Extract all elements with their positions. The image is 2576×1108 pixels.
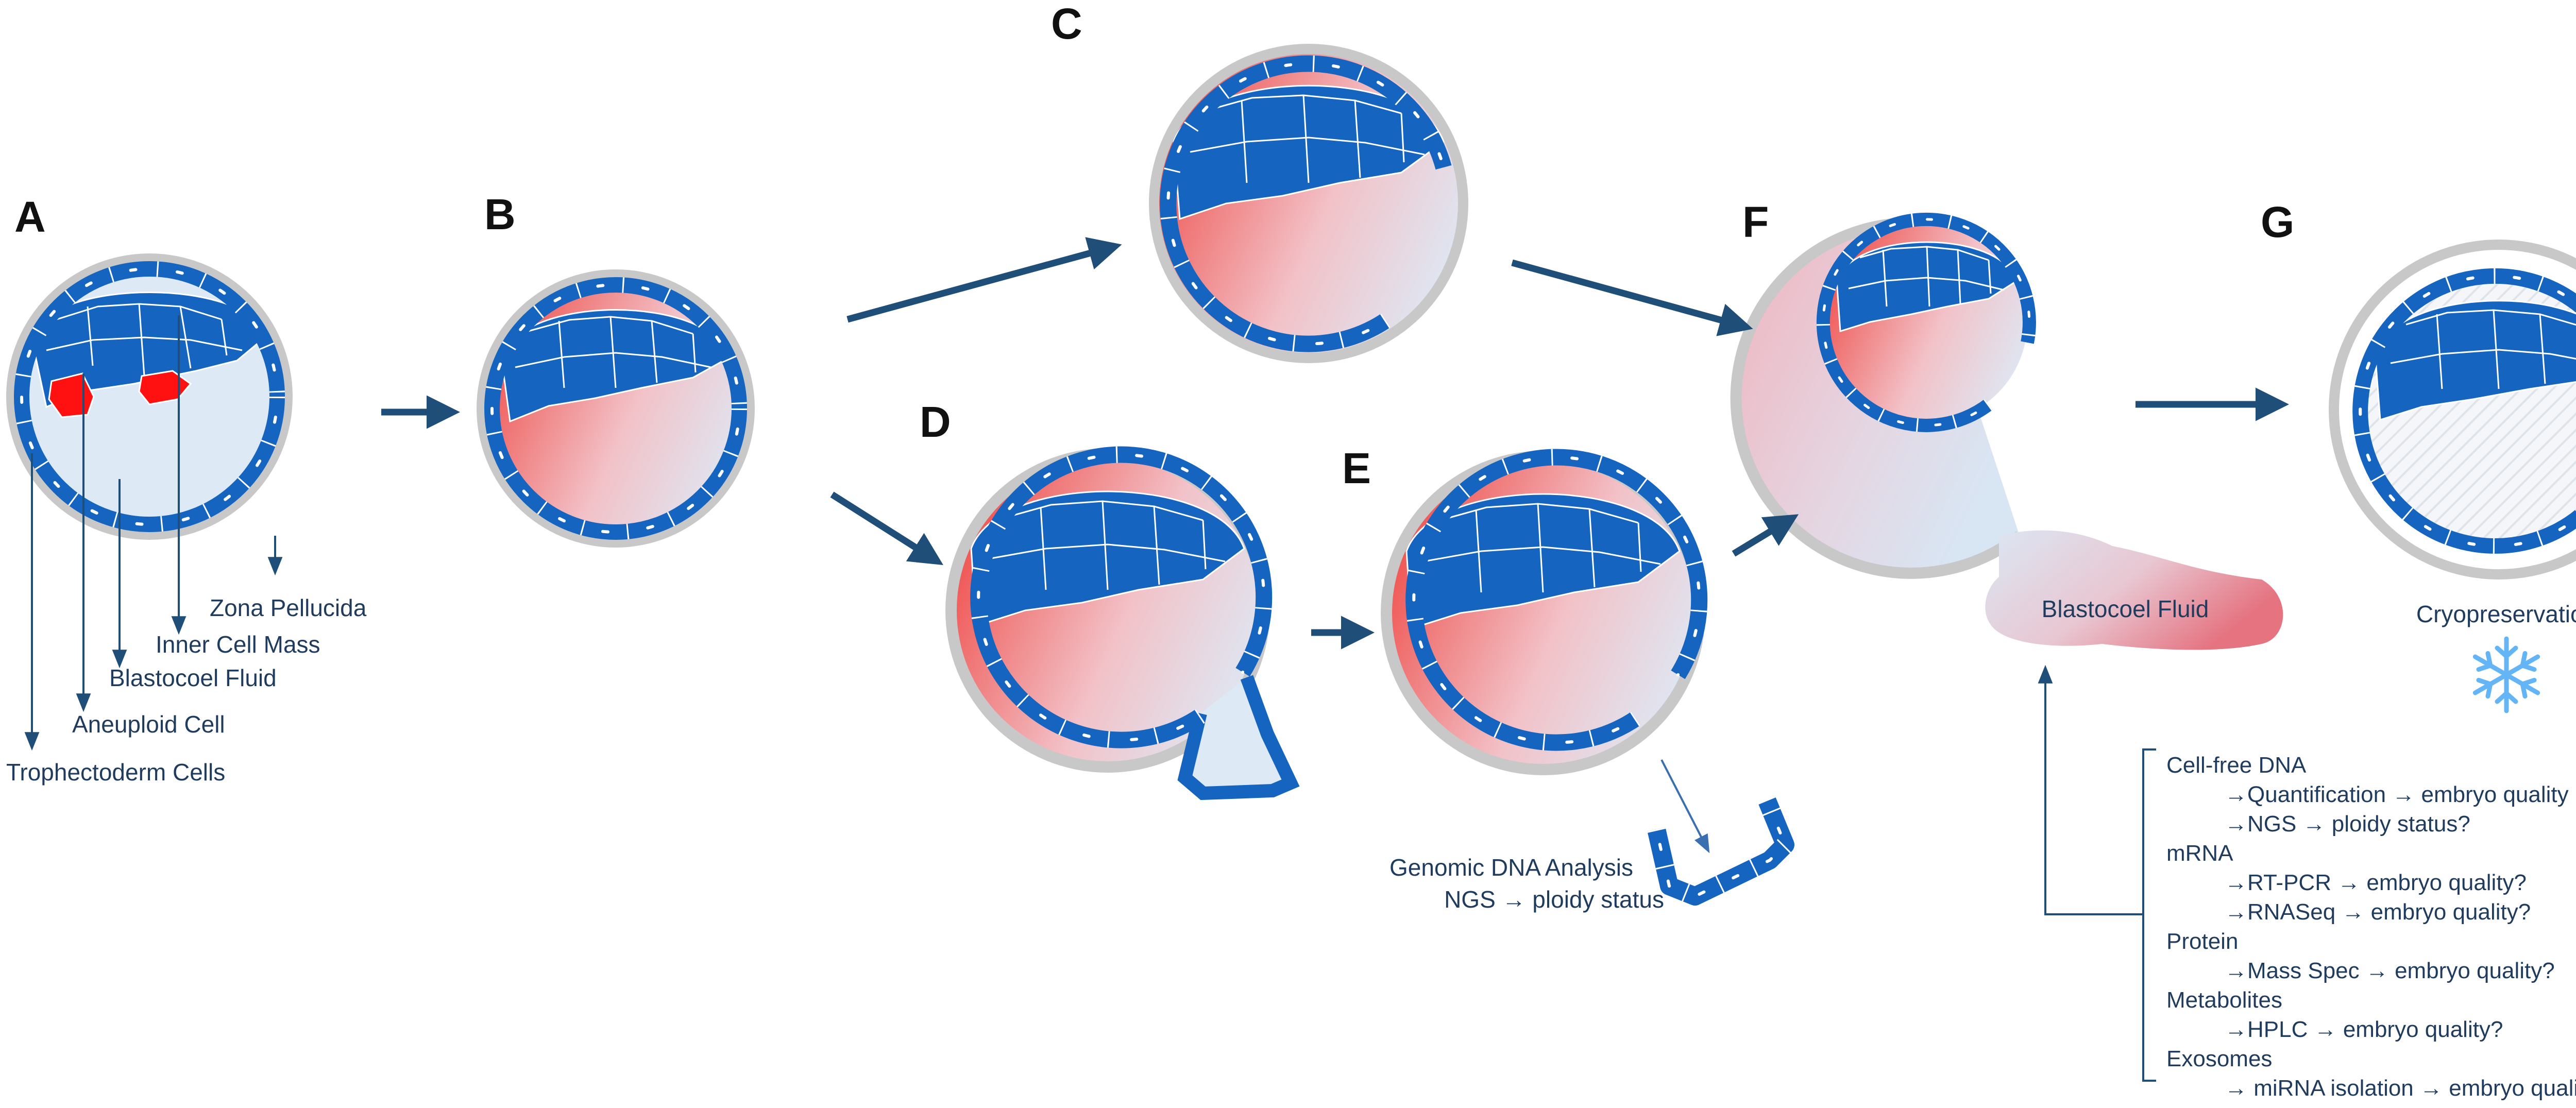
panel-a-pointer-lines bbox=[24, 315, 283, 751]
list-protein: Protein bbox=[2166, 929, 2238, 954]
trophectoderm-layer-opened bbox=[2352, 268, 2576, 554]
embryo-c bbox=[1149, 44, 1468, 363]
arrow-b-to-c bbox=[846, 237, 1122, 323]
list-mrna-rnaseq: →RNASeq → embryo quality? bbox=[2225, 899, 2531, 925]
embryo-a bbox=[6, 253, 293, 540]
biopsy-fragment bbox=[1647, 797, 1797, 907]
trophectoderm-cell-borders bbox=[14, 261, 285, 532]
list-mrna-rtpcr: →RT-PCR → embryo quality? bbox=[2225, 870, 2527, 895]
arrow-e-to-f bbox=[1732, 514, 1799, 557]
arrow-biopsy bbox=[1660, 759, 1710, 854]
list-mrna: mRNA bbox=[2166, 841, 2233, 866]
trophectoderm-nuclei bbox=[490, 283, 741, 534]
list-metabolites: Metabolites bbox=[2166, 987, 2282, 1013]
label-aneuploid-cell: Aneuploid Cell bbox=[72, 711, 225, 738]
arrow-b-to-d bbox=[830, 491, 943, 565]
trophectoderm-layer-opened bbox=[1160, 55, 1452, 352]
trophectoderm-nuclei bbox=[1822, 218, 2031, 427]
list-cfdna-quantification: →Quantification → embryo quality bbox=[2225, 782, 2569, 807]
snowflake-icon bbox=[2472, 636, 2540, 713]
list-cfdna-ngs: →NGS → ploidy status? bbox=[2225, 811, 2470, 837]
panel-label-d: D bbox=[920, 398, 951, 446]
analysis-list: Cell-free DNA →Quantification → embryo q… bbox=[2166, 753, 2576, 1101]
list-protein-massspec: →Mass Spec → embryo quality? bbox=[2225, 958, 2555, 983]
trophectoderm-layer-opened bbox=[970, 446, 1273, 748]
embryo-f bbox=[1730, 212, 2283, 650]
panel-label-e: E bbox=[1342, 444, 1371, 492]
panel-label-c: C bbox=[1051, 0, 1082, 48]
panel-label-b: B bbox=[484, 190, 516, 238]
herniating-trophectoderm bbox=[1177, 675, 1300, 800]
list-exosomes: Exosomes bbox=[2166, 1046, 2272, 1071]
embryo-g bbox=[2329, 240, 2576, 579]
analysis-bracket bbox=[2038, 664, 2156, 1082]
process-arrows bbox=[381, 237, 2289, 650]
list-metabolites-hplc: →HPLC → embryo quality? bbox=[2225, 1017, 2503, 1042]
label-trophectoderm-cells: Trophectoderm Cells bbox=[6, 759, 225, 786]
panel-label-a: A bbox=[14, 193, 46, 241]
list-exosomes-mirna: → miRNA isolation → embryo quality? bbox=[2225, 1076, 2576, 1101]
label-ngs-ploidy: NGS → ploidy status bbox=[1444, 886, 1664, 913]
label-blastocoel-fluid: Blastocoel Fluid bbox=[109, 664, 277, 691]
collapsed-embryo bbox=[1816, 212, 2036, 432]
inner-cell-mass bbox=[30, 292, 269, 408]
trophectoderm-nuclei bbox=[20, 267, 279, 526]
embryo-d bbox=[945, 446, 1300, 800]
label-blastocoel-fluid-f: Blastocoel Fluid bbox=[2042, 595, 2209, 622]
embryo-b bbox=[477, 269, 755, 548]
list-cfdna: Cell-free DNA bbox=[2166, 753, 2307, 778]
trophectoderm-cell-borders bbox=[484, 277, 747, 540]
embryo-e bbox=[1381, 449, 1708, 775]
trophectoderm-layer-opened bbox=[1405, 449, 1708, 751]
blastocoel-fluid-drop bbox=[1985, 530, 2283, 650]
inner-cell-mass bbox=[1836, 241, 2018, 332]
label-inner-cell-mass: Inner Cell Mass bbox=[156, 631, 320, 658]
label-genomic-dna-analysis: Genomic DNA Analysis bbox=[1389, 854, 1633, 881]
inner-cell-mass bbox=[970, 490, 1245, 627]
label-zona-pellucida: Zona Pellucida bbox=[210, 594, 367, 621]
panel-label-g: G bbox=[2261, 198, 2294, 246]
panel-label-f: F bbox=[1742, 198, 1769, 246]
label-cryopreservation: Cryopreservation bbox=[2416, 601, 2576, 627]
arrow-c-to-f bbox=[1511, 259, 1753, 336]
